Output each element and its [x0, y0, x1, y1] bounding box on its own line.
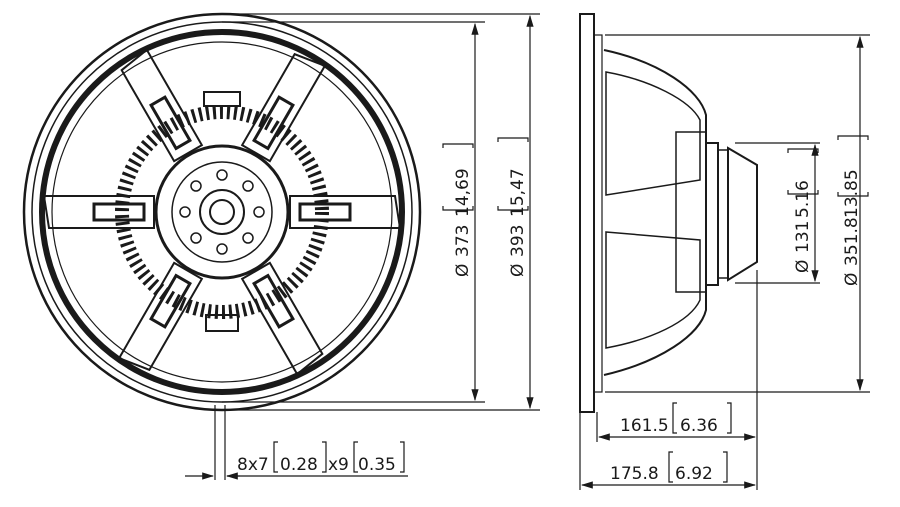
svg-text:6.36: 6.36 — [680, 416, 718, 436]
magnet — [154, 144, 290, 280]
svg-text:5.16: 5.16 — [793, 180, 813, 218]
basket-spokes — [42, 48, 402, 376]
motor-fins — [115, 105, 329, 319]
dim-cutout-diameter: Ø 351.8 13.85 — [842, 169, 862, 286]
svg-text:161.5: 161.5 — [620, 416, 669, 436]
svg-text:Ø: Ø — [842, 273, 862, 286]
outer-rim — [22, 12, 422, 412]
svg-text:Ø: Ø — [453, 264, 473, 277]
svg-text:15,47: 15,47 — [508, 168, 528, 217]
svg-text:14,69: 14,69 — [453, 168, 473, 217]
dim-mounting-holes: 8x7 0.28 x9 0.35 — [237, 455, 396, 475]
svg-text:8x7: 8x7 — [237, 455, 269, 475]
dim-depth-total: 175.8 6.92 — [610, 464, 713, 484]
svg-text:0.28: 0.28 — [280, 455, 318, 475]
dim-magnet-diameter: Ø 131 5.16 — [793, 180, 813, 273]
svg-text:6.92: 6.92 — [675, 464, 713, 484]
terminal-bottom — [205, 314, 239, 332]
svg-text:x9: x9 — [328, 455, 349, 475]
dim-depth-inner: 161.5 6.36 — [620, 416, 718, 436]
svg-text:373: 373 — [453, 225, 473, 257]
front-dimensions — [185, 13, 540, 480]
side-view — [579, 13, 758, 413]
svg-text:175.8: 175.8 — [610, 464, 659, 484]
svg-text:13.85: 13.85 — [842, 169, 862, 218]
dim-diameter-373: Ø 373 14,69 — [453, 168, 473, 277]
svg-text:393: 393 — [508, 225, 528, 257]
side-dimensions — [579, 34, 870, 490]
svg-text:351.8: 351.8 — [842, 217, 862, 266]
terminal — [203, 91, 241, 107]
svg-text:0.35: 0.35 — [358, 455, 396, 475]
front-view — [22, 12, 422, 412]
svg-text:Ø: Ø — [793, 260, 813, 273]
svg-text:Ø: Ø — [508, 264, 528, 277]
dim-diameter-393: Ø 393 15,47 — [508, 168, 528, 277]
svg-text:131: 131 — [793, 221, 813, 253]
